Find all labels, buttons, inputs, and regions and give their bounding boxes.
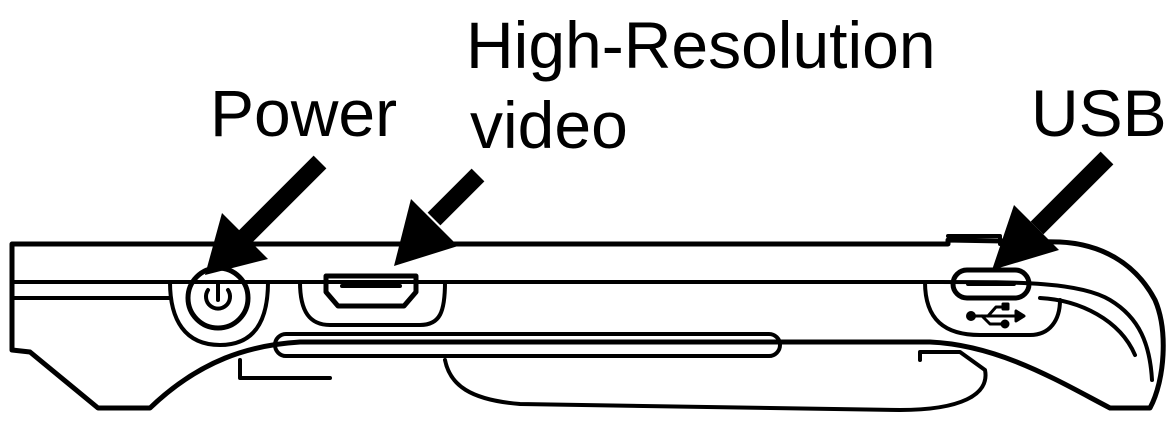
long-slot xyxy=(273,332,782,358)
label-video: video xyxy=(470,88,628,162)
label-power: Power xyxy=(210,76,398,150)
usb-recess xyxy=(923,280,1062,337)
hdmi-recess xyxy=(298,280,447,327)
label-high-resolution: High-Resolution xyxy=(466,8,936,82)
top-tab xyxy=(946,234,1002,246)
arrow-to-hdmi xyxy=(394,168,485,266)
usb-trident-icon xyxy=(966,302,1026,329)
housing-seam-right xyxy=(1038,296,1137,357)
power-recess xyxy=(168,280,270,347)
power-button xyxy=(185,265,251,331)
power-icon xyxy=(204,288,232,311)
hdmi-port xyxy=(323,273,419,309)
usb-port xyxy=(950,267,1032,329)
label-usb: USB xyxy=(1031,76,1167,150)
front-foot xyxy=(238,358,332,380)
hdmi-port-icon xyxy=(323,273,419,309)
arrow-to-usb xyxy=(992,151,1114,270)
arrow-to-power xyxy=(205,155,327,275)
device-housing xyxy=(9,237,1166,411)
stand-grip xyxy=(443,350,988,412)
